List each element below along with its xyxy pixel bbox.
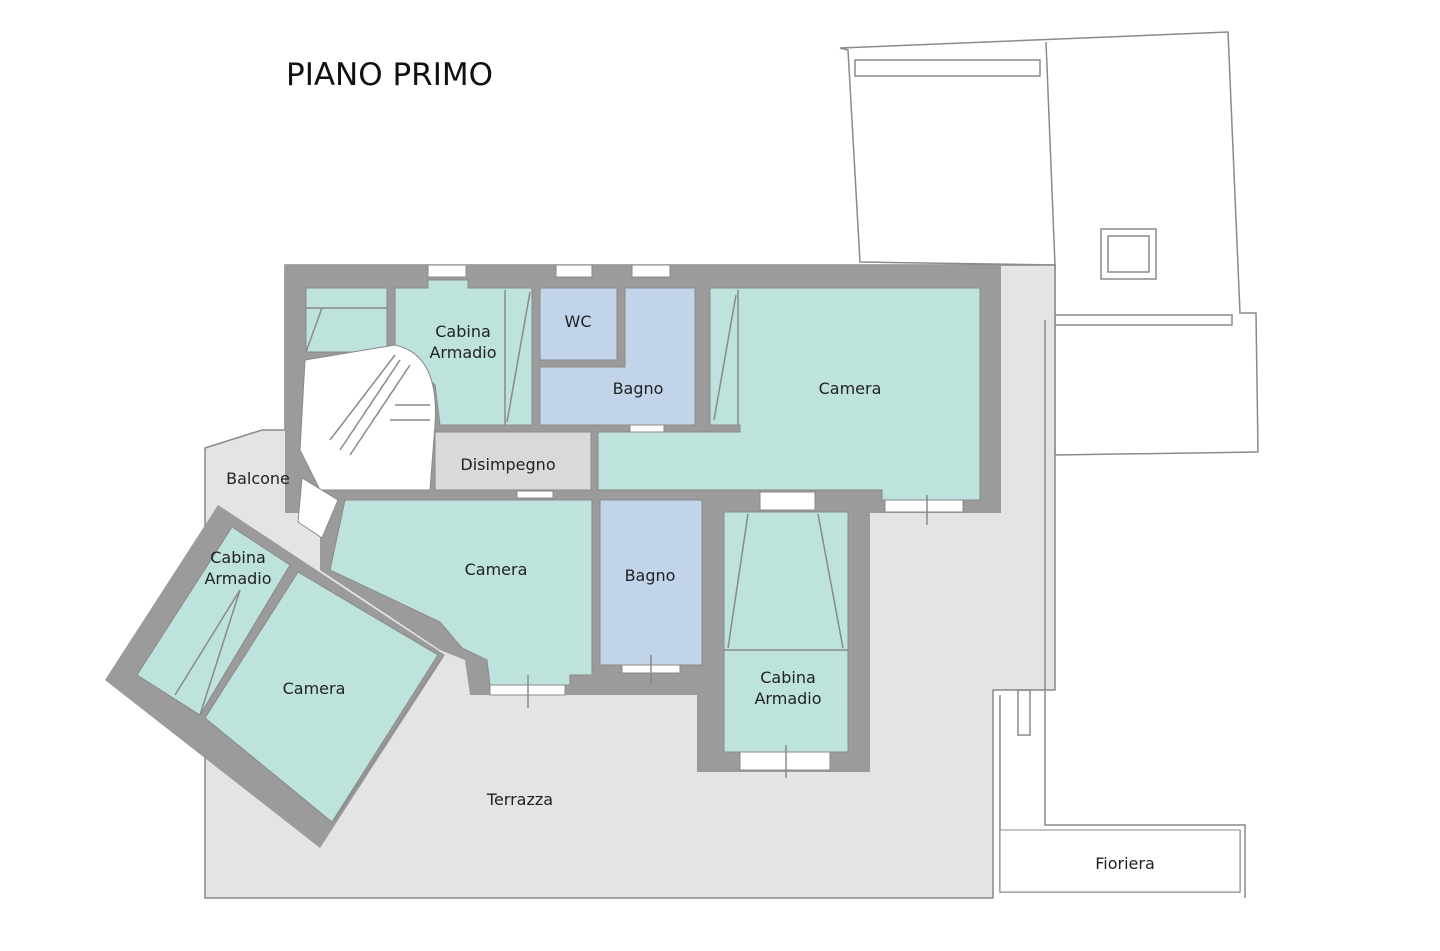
label-cabina-top-2: Armadio xyxy=(429,343,496,362)
plan-title: PIANO PRIMO xyxy=(286,57,493,93)
room-camera-top xyxy=(597,287,981,501)
label-cabina-right-2: Armadio xyxy=(754,689,821,708)
label-camera-left: Camera xyxy=(283,679,346,698)
room-disimpegno xyxy=(434,431,592,491)
planter xyxy=(999,829,1241,893)
label-camera-center: Camera xyxy=(465,560,528,579)
label-bagno-top: Bagno xyxy=(613,379,664,398)
label-fioriera: Fioriera xyxy=(1095,854,1155,873)
room-bagno-mid xyxy=(599,499,703,666)
label-terrazza: Terrazza xyxy=(486,790,553,809)
room-camera-left xyxy=(204,571,439,823)
label-disimpegno: Disimpegno xyxy=(460,455,555,474)
label-cabina-top-1: Cabina xyxy=(435,322,491,341)
label-cabina-right-1: Cabina xyxy=(760,668,816,687)
chimney-icon xyxy=(1100,228,1157,280)
label-wc: WC xyxy=(565,312,592,331)
room-bagno-top xyxy=(539,287,696,426)
room-wc xyxy=(539,287,618,361)
windows xyxy=(334,264,964,821)
room-cabina-right xyxy=(723,511,849,753)
label-cabina-left-2: Armadio xyxy=(204,569,271,588)
staircase xyxy=(299,344,436,491)
label-cabina-left-1: Cabina xyxy=(210,548,266,567)
label-bagno-mid: Bagno xyxy=(625,566,676,585)
label-balcone: Balcone xyxy=(226,469,290,488)
label-camera-top: Camera xyxy=(819,379,882,398)
